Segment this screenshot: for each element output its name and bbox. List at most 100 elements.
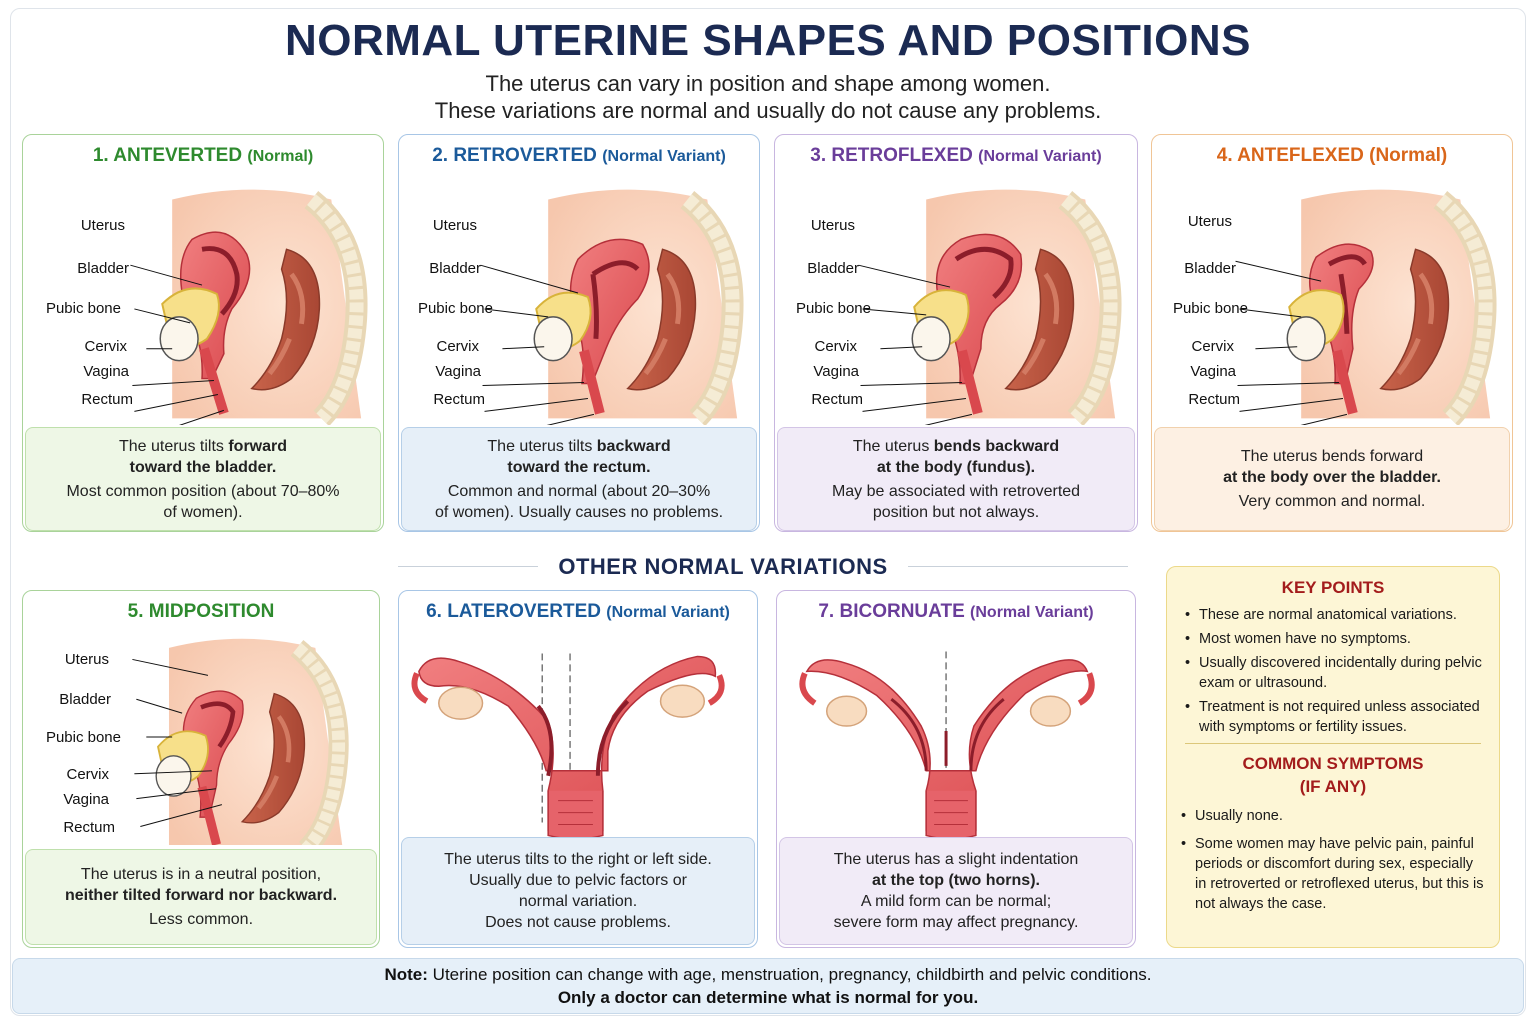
desc-line: Very common and normal. <box>1238 493 1426 510</box>
key-points-list: These are normal anatomical variations. … <box>1167 599 1499 737</box>
label-cervix: Cervix <box>66 766 109 783</box>
footer-note: Note: Uterine position can change with a… <box>12 958 1524 1014</box>
label-pubic-bone: Pubic bone <box>795 300 871 317</box>
desc-line: The uterus is in a neutral position, <box>80 866 322 883</box>
card-title: 1. ANTEVERTED (Normal) <box>23 145 383 167</box>
label-vagina: Vagina <box>83 363 129 380</box>
label-pubic-bone: Pubic bone <box>45 729 121 746</box>
card-description: The uterus tilts forward toward the blad… <box>25 427 381 531</box>
card-title-text: 2. RETROVERTED <box>432 145 597 166</box>
label-uterus: Uterus <box>810 217 855 234</box>
card-title: 3. RETROFLEXED (Normal Variant) <box>775 145 1137 167</box>
label-bladder: Bladder <box>807 260 859 277</box>
card-bicornuate: 7. BICORNUATE (Normal Variant) The uteru… <box>776 590 1136 948</box>
card-title: 5. MIDPOSITION <box>23 601 379 623</box>
card-anteflexed: 4. ANTEFLEXED (Normal) Uterus Bladder Pu… <box>1151 134 1513 532</box>
card-title-text: 5. MIDPOSITION <box>127 601 275 622</box>
desc-line: Usually due to pelvic factors or <box>469 872 687 889</box>
label-uterus: Uterus <box>64 651 109 668</box>
desc-line: The uterus tilts <box>118 437 229 455</box>
anatomy-labels: Uterus Bladder Pubic bone Cervix Vagina … <box>23 135 383 531</box>
card-anteverted: 1. ANTEVERTED (Normal) Uterus Bladder Pu… <box>22 134 384 532</box>
note-label: Note: <box>384 965 428 984</box>
frontal-uterus-illustration <box>411 653 725 840</box>
label-uterus: Uterus <box>432 217 477 234</box>
label-vagina: Vagina <box>63 791 109 808</box>
desc-line: The uterus tilts to the right or left si… <box>444 851 712 868</box>
desc-bold: bends backward <box>933 437 1060 455</box>
symptoms-list: Usually none. Some women may have pelvic… <box>1167 798 1499 914</box>
label-rectum: Rectum <box>1188 391 1240 408</box>
desc-line: The uterus <box>852 437 934 455</box>
label-pubic-bone: Pubic bone <box>45 300 121 317</box>
card-description: The uterus has a slight indentation at t… <box>779 837 1133 945</box>
sagittal-illustration <box>480 175 759 425</box>
desc-line: The uterus tilts <box>487 437 597 455</box>
label-rectum: Rectum <box>811 391 863 408</box>
desc-line: Most common position (about 70–80% <box>66 482 340 500</box>
symptoms-title-line: COMMON SYMPTOMS <box>1242 754 1424 773</box>
desc-line: severe form may affect pregnancy. <box>833 914 1079 931</box>
frontal-uterus-illustration <box>799 651 1095 840</box>
card-description: The uterus is in a neutral position, nei… <box>25 849 377 945</box>
card-title: 6. LATEROVERTED (Normal Variant) <box>399 601 757 623</box>
card-lateroverted: 6. LATEROVERTED (Normal Variant) The ute… <box>398 590 758 948</box>
card-description: The uterus tilts to the right or left si… <box>401 837 755 945</box>
card-title-text: 1. ANTEVERTED <box>92 145 243 166</box>
list-item: Treatment is not required unless associa… <box>1185 697 1489 737</box>
desc-line: normal variation. <box>518 893 638 910</box>
note-line-1: Uterine position can change with age, me… <box>427 965 1152 984</box>
card-description: The uterus bends backward at the body (f… <box>777 427 1135 531</box>
card-title-text: 4. ANTEFLEXED <box>1216 145 1364 166</box>
list-item: Usually discovered incidentally during p… <box>1185 653 1489 693</box>
card-title: 4. ANTEFLEXED (Normal) <box>1152 145 1512 167</box>
anatomy-labels: Uterus Bladder Pubic bone Cervix Vagina … <box>775 135 1137 531</box>
card-variant-text: (Normal Variant) <box>606 604 730 621</box>
section-title: OTHER NORMAL VARIATIONS <box>558 554 888 579</box>
key-points-box: KEY POINTS These are normal anatomical v… <box>1166 566 1500 948</box>
label-pubic-bone: Pubic bone <box>1172 300 1248 317</box>
anatomy-labels: Uterus Bladder Pubic bone Cervix Vagina … <box>23 591 379 947</box>
sagittal-illustration <box>1235 175 1512 425</box>
desc-bold: toward the bladder. <box>129 458 277 476</box>
symptoms-title-line: (IF ANY) <box>1299 777 1367 796</box>
list-item: Most women have no symptoms. <box>1185 629 1489 649</box>
desc-bold: at the body over the bladder. <box>1223 469 1441 486</box>
desc-bold: neither tilted forward nor backward. <box>64 887 338 904</box>
card-title: 2. RETROVERTED (Normal Variant) <box>399 145 759 167</box>
section-divider-right <box>908 566 1128 567</box>
sagittal-illustration <box>132 631 379 845</box>
page-title: NORMAL UTERINE SHAPES AND POSITIONS <box>284 16 1252 65</box>
card-variant-text: (Normal) <box>1369 145 1448 166</box>
card-retroverted: 2. RETROVERTED (Normal Variant) Uterus B… <box>398 134 760 532</box>
card-variant-text: (Normal) <box>247 148 314 165</box>
label-rectum: Rectum <box>81 391 133 408</box>
desc-bold: at the body (fundus). <box>876 458 1036 476</box>
card-retroflexed: 3. RETROFLEXED (Normal Variant) Uterus B… <box>774 134 1138 532</box>
anatomy-labels: Uterus Bladder Pubic bone Cervix Vagina … <box>1152 135 1512 531</box>
sagittal-illustration <box>130 175 383 425</box>
label-cervix: Cervix <box>814 338 857 355</box>
desc-line: of women). Usually causes no problems. <box>434 503 724 521</box>
label-vagina: Vagina <box>1190 363 1236 380</box>
key-points-divider <box>1185 743 1481 744</box>
label-uterus: Uterus <box>1187 213 1232 230</box>
label-cervix: Cervix <box>1191 338 1234 355</box>
sagittal-illustration <box>858 175 1137 425</box>
key-points-title: KEY POINTS <box>1281 578 1385 597</box>
card-description: The uterus tilts backward toward the rec… <box>401 427 757 531</box>
page-frame <box>10 8 1526 1016</box>
label-vagina: Vagina <box>813 363 859 380</box>
label-uterus: Uterus <box>80 217 125 234</box>
desc-bold: at the top (two horns). <box>872 872 1040 889</box>
label-rectum: Rectum <box>63 819 115 836</box>
card-title-text: 7. BICORNUATE <box>818 601 965 622</box>
desc-line: Less common. <box>148 911 254 928</box>
label-pubic-bone: Pubic bone <box>417 300 493 317</box>
subtitle-line-1: The uterus can vary in position and shap… <box>485 71 1051 96</box>
anatomy-labels: Uterus Bladder Pubic bone Cervix Vagina … <box>399 135 759 531</box>
label-bladder: Bladder <box>1184 260 1236 277</box>
label-vagina: Vagina <box>435 363 481 380</box>
symptoms-title: COMMON SYMPTOMS (IF ANY) <box>1167 752 1499 798</box>
desc-bold: forward <box>228 437 288 455</box>
